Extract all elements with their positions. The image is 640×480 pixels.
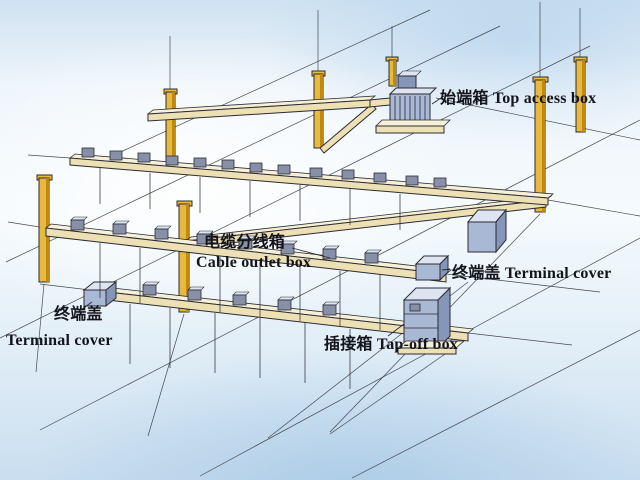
label-tap-off-box-zh: 插接箱: [324, 336, 373, 353]
cable-outlet-boxes: [70, 216, 382, 264]
top-access-box: [375, 70, 451, 134]
tap-off-box-unit: [396, 286, 466, 355]
label-terminal-cover-right: 终端盖 Terminal cover: [452, 259, 611, 283]
leader-lines: [77, 95, 451, 337]
label-terminal-cover-left-zh: 终端盖: [54, 306, 103, 323]
cross-rail-short: [319, 103, 377, 154]
label-cable-outlet-box: 电缆分线箱 Cable outlet box: [196, 228, 311, 272]
label-terminal-cover-right-zh: 终端盖: [452, 265, 501, 282]
support-column: [532, 76, 549, 213]
support-column: [163, 88, 178, 167]
label-terminal-cover-left: 终端盖 Terminal cover: [6, 300, 113, 350]
terminal-cover-right-box: [414, 254, 450, 282]
label-top-access-box-en: Top access box: [492, 90, 597, 107]
support-column: [573, 56, 588, 133]
label-terminal-cover-left-en: Terminal cover: [6, 332, 113, 349]
hanger-rods: [99, 168, 401, 389]
tap-ports-rail-4: [142, 281, 340, 316]
label-terminal-cover-right-en: Terminal cover: [504, 265, 612, 282]
label-cable-outlet-box-zh: 电缆分线箱: [204, 234, 286, 251]
label-tap-off-box-en: Tap-off box: [376, 336, 458, 353]
label-tap-off-box: 插接箱 Tap-off box: [324, 330, 458, 354]
terminal-cover-left-box: [82, 280, 118, 308]
label-top-access-box-zh: 始端箱: [440, 90, 489, 107]
tap-ports-rail-2: [81, 147, 447, 188]
support-column: [176, 200, 193, 313]
busway-rail-top: [146, 95, 391, 122]
plug-in-unit: [466, 208, 508, 254]
label-top-access-box: 始端箱 Top access box: [440, 84, 596, 108]
bus-riser-post: [385, 56, 399, 87]
label-cable-outlet-box-en: Cable outlet box: [196, 254, 312, 271]
cross-rail: [184, 195, 553, 249]
